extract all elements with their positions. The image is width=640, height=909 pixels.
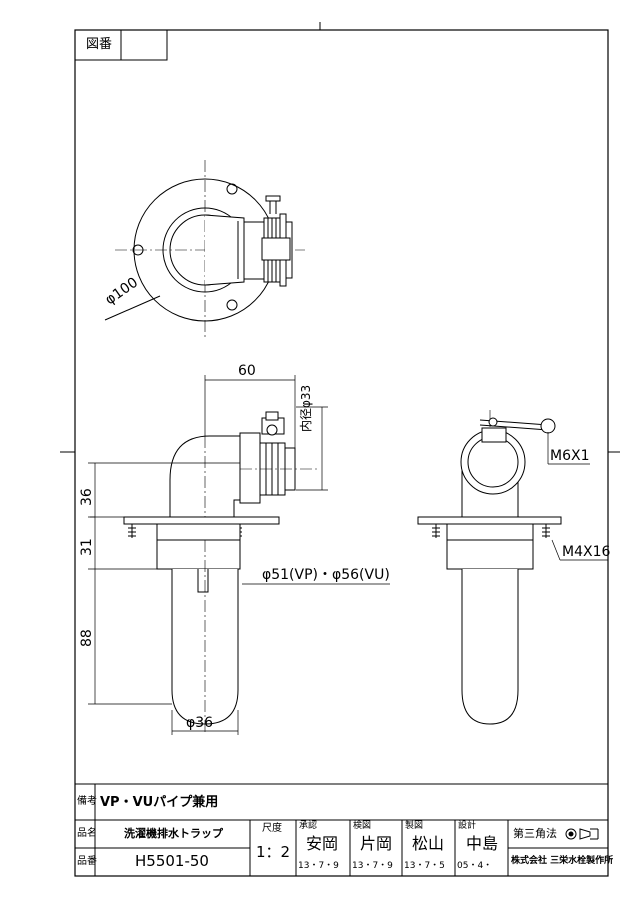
checked-label: 検図 xyxy=(353,821,372,831)
drawing-border xyxy=(74,29,609,877)
width-60-label: 60 xyxy=(238,363,256,379)
approved-label: 承認 xyxy=(299,821,318,831)
drawn-label: 製図 xyxy=(405,821,424,831)
product-name-value: 洗濯機排水トラップ xyxy=(124,827,223,840)
front-view xyxy=(123,411,320,735)
design-label: 設計 xyxy=(458,821,477,831)
part-number-label: 品番 xyxy=(77,856,97,867)
remarks-label: 備考 xyxy=(77,796,97,807)
approved-date: 13・7・9 xyxy=(298,861,339,871)
top-view xyxy=(104,160,305,340)
m6-thread-label: M6X1 xyxy=(550,448,590,464)
design-name: 中島 xyxy=(466,834,499,853)
design-date: 05・4・ xyxy=(457,861,493,871)
m4-screw-label: M4X16 xyxy=(562,544,611,560)
drawn-date: 13・7・5 xyxy=(404,861,445,871)
projection-label: 第三角法 xyxy=(513,827,557,840)
pipe-size-label: φ51(VP)・φ56(VU) xyxy=(262,567,390,583)
inner-diameter-label: 内径φ33 xyxy=(299,384,313,432)
height-36-label: 36 xyxy=(79,488,95,506)
drawn-name: 松山 xyxy=(412,834,445,853)
remarks-value: VP・VUパイプ兼用 xyxy=(100,795,219,810)
title-block xyxy=(75,783,608,876)
tail-diameter-label: φ36 xyxy=(186,715,214,731)
scale-label: 尺度 xyxy=(262,823,282,834)
checked-name: 片岡 xyxy=(360,834,393,853)
height-88-label: 88 xyxy=(79,629,95,647)
approved-name: 安岡 xyxy=(306,834,339,853)
drawing-number-label: 図番 xyxy=(86,37,113,52)
side-view xyxy=(417,410,608,725)
product-name-label: 品名 xyxy=(77,828,97,839)
front-dimensions xyxy=(88,375,390,735)
scale-value: 1：2 xyxy=(256,843,291,861)
checked-date: 13・7・9 xyxy=(352,861,393,871)
part-number-value: H5501-50 xyxy=(135,852,209,870)
height-31-label: 31 xyxy=(79,538,95,556)
company-name: 株式会社 三栄水栓製作所 xyxy=(511,856,614,866)
